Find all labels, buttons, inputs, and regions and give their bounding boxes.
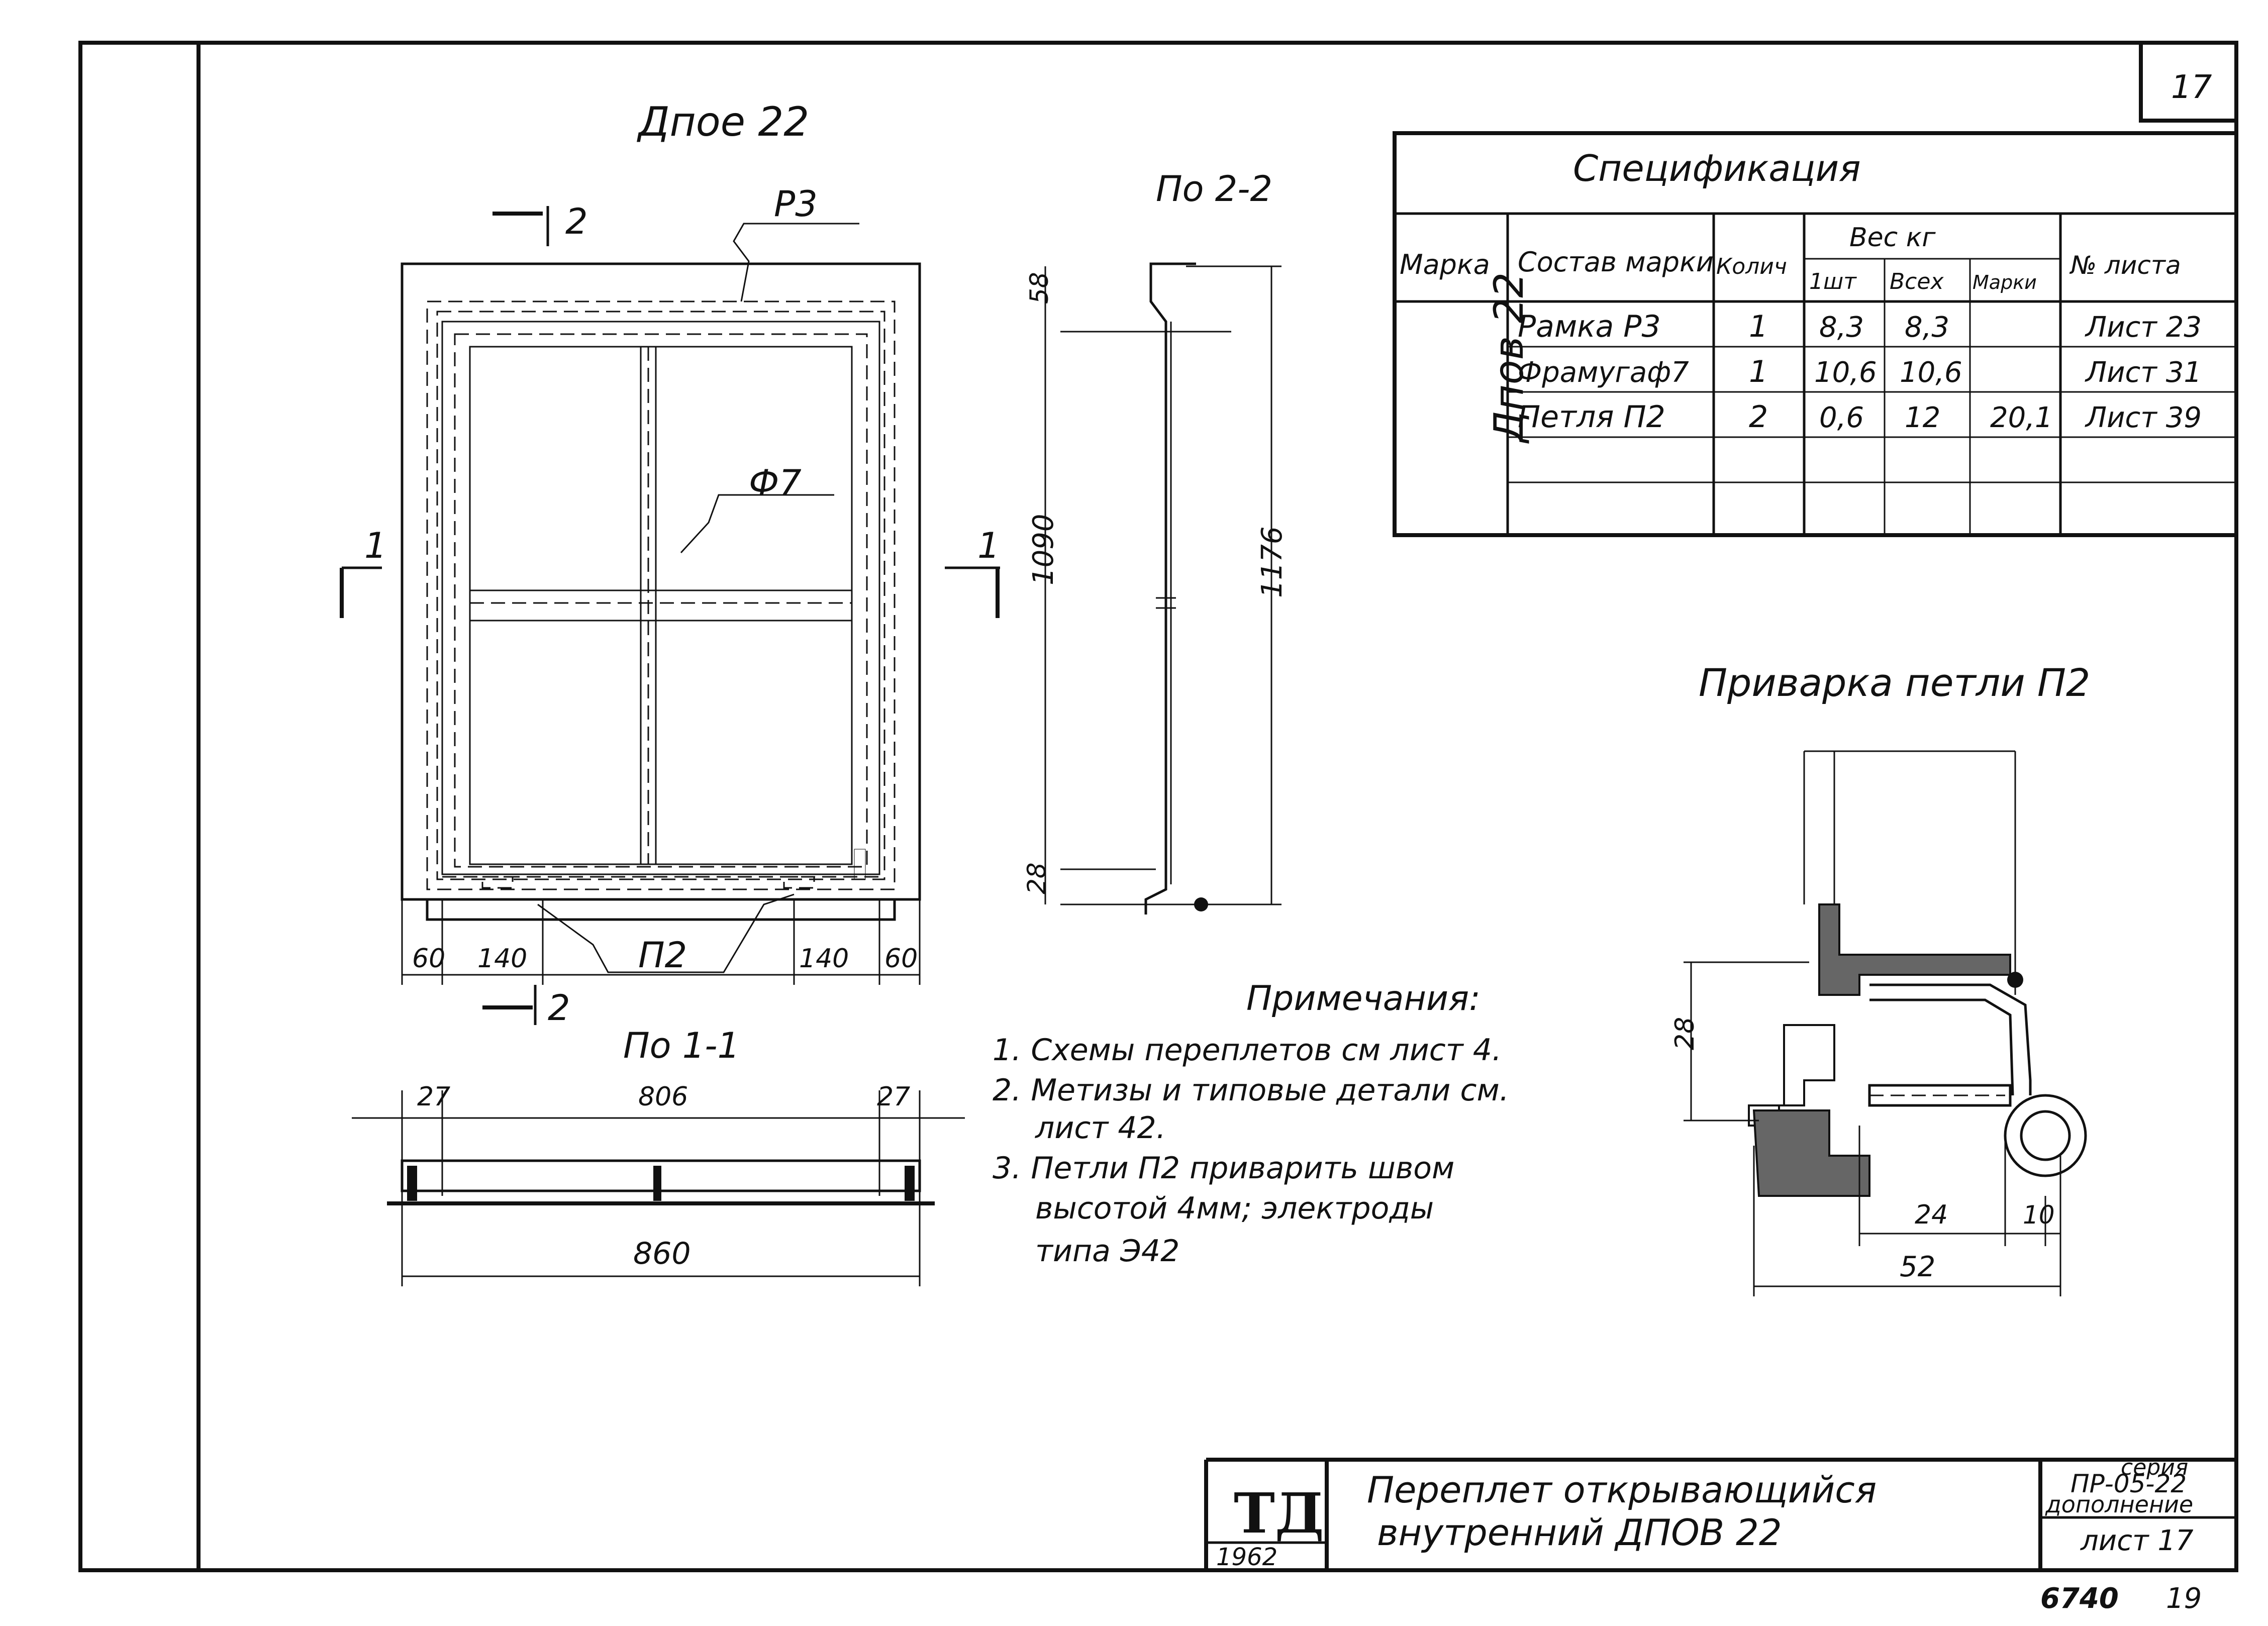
svg-text:1: 1 [364,525,387,566]
stamp-org: ТД [1234,1481,1324,1546]
svg-text:внутренний ДПОВ 22: внутренний ДПОВ 22 [1377,1511,1782,1554]
svg-text:1962: 1962 [1216,1543,1277,1571]
cut-mark-1-right: 1 [945,525,1000,618]
svg-text:1176: 1176 [1256,526,1289,598]
section-1-1: По 1-1 27 806 27 860 [352,1025,965,1286]
svg-text:лист 17: лист 17 [2080,1525,2194,1557]
cut-mark-2-bottom: 2 [482,985,570,1029]
weld-title: Приварка петли П2 [1699,660,2090,705]
svg-text:По 2-2: По 2-2 [1156,168,1272,210]
svg-text:1шт: 1шт [1809,269,1857,294]
svg-text:2: 2 [565,201,588,242]
svg-text:58: 58 [1025,272,1054,304]
svg-text:140: 140 [477,944,527,974]
svg-text:60: 60 [884,944,918,974]
svg-text:8,3: 8,3 [1819,311,1864,344]
svg-text:140: 140 [799,944,849,974]
notes: Примечания: 1. Схемы переплетов см лист … [993,979,1509,1269]
frame-label: Р3 [774,183,818,225]
svg-text:Рамка Р3: Рамка Р3 [1518,309,1661,344]
drawing-title: Дпое 22 [637,98,809,145]
specification-table: Спецификация Марка Состав марки Колич Ве… [1393,131,2238,537]
svg-text:27: 27 [417,1082,450,1112]
svg-text:ПР-05-22: ПР-05-22 [2070,1469,2187,1498]
svg-text:0,6: 0,6 [1819,401,1864,434]
svg-text:Лист 23: Лист 23 [2085,311,2202,344]
svg-text:1: 1 [977,525,1000,566]
svg-text:2. Метизы и типовые детали см.: 2. Метизы и типовые детали см. [993,1073,1509,1108]
svg-text:Состав марки: Состав марки [1518,246,1714,278]
weld-detail: Приварка петли П2 28 24 10 52 [1670,660,2090,1296]
notes-title: Примечания: [1246,979,1481,1019]
sheet-number-box: 17 [2139,43,2236,123]
spec-title: Спецификация [1573,147,1861,189]
svg-text:8,3: 8,3 [1905,311,1949,344]
svg-text:1. Схемы переплетов см лист 4.: 1. Схемы переплетов см лист 4. [993,1033,1502,1068]
cut-mark-2-top: 2 [492,201,588,246]
svg-text:12: 12 [1905,401,1940,434]
sheet-border [78,41,2238,1572]
section-2-2: По 2-2 58 1090 28 1176 [1022,168,1289,914]
svg-text:типа Э42: типа Э42 [1035,1234,1179,1269]
svg-text:860: 860 [633,1236,691,1271]
svg-text:24: 24 [1915,1200,1948,1230]
svg-text:6740: 6740 [2040,1582,2119,1615]
footer: 6740 19 [2040,1582,2202,1615]
svg-text:Переплет открывающийся: Переплет открывающийся [1367,1469,1877,1511]
svg-text:Петля П2: Петля П2 [1518,399,1665,435]
svg-text:52: 52 [1900,1251,1935,1283]
spec-mark-value: Дпов 22 [1486,272,1532,444]
svg-text:10: 10 [2023,1200,2055,1230]
svg-text:1: 1 [1749,309,1768,344]
svg-text:2: 2 [548,987,570,1029]
svg-text:60: 60 [412,944,445,974]
svg-text:1090: 1090 [1027,514,1060,585]
svg-text:Лист 39: Лист 39 [2085,401,2202,434]
svg-text:Фрамугаф7: Фрамугаф7 [1518,356,1689,389]
svg-text:10,6: 10,6 [1814,356,1877,389]
svg-text:10,6: 10,6 [1900,356,1962,389]
spec-total: 20,1 [1990,401,2053,434]
svg-text:Колич: Колич [1716,254,1787,279]
svg-text:28: 28 [1022,862,1051,894]
svg-text:28: 28 [1670,1017,1700,1050]
svg-text:19: 19 [2166,1582,2202,1615]
svg-text:дополнение: дополнение [2045,1491,2193,1518]
svg-text:высотой 4мм; электроды: высотой 4мм; электроды [1035,1191,1434,1226]
title-stamp: ТД 1962 Переплет открывающийся внутренни… [1204,1455,2236,1571]
svg-text:Лист 31: Лист 31 [2085,356,2202,389]
svg-text:лист 42.: лист 42. [1035,1110,1166,1146]
svg-text:Всех: Всех [1890,269,1944,294]
svg-text:806: 806 [638,1082,688,1112]
svg-text:Марка: Марка [1400,249,1490,280]
svg-text:1: 1 [1749,354,1768,389]
svg-text:Вес кг: Вес кг [1849,223,1936,253]
hinge-label: П2 [638,935,687,976]
svg-text:По 1-1: По 1-1 [623,1025,740,1066]
cut-mark-1-left: 1 [340,525,387,618]
svg-text:17: 17 [2171,69,2212,106]
svg-text:серия: серия [2121,1455,2188,1480]
svg-text:27: 27 [877,1082,910,1112]
bar-label: Ф7 [749,462,802,503]
svg-text:2: 2 [1749,399,1768,435]
svg-text:3. Петли П2 приварить швом: 3. Петли П2 приварить швом [993,1151,1454,1186]
svg-text:№ листа: № листа [2069,251,2181,280]
window-elevation: Дпое 22 Р3 Ф7 П2 [340,98,1000,1029]
svg-text:Марки: Марки [1973,271,2037,293]
